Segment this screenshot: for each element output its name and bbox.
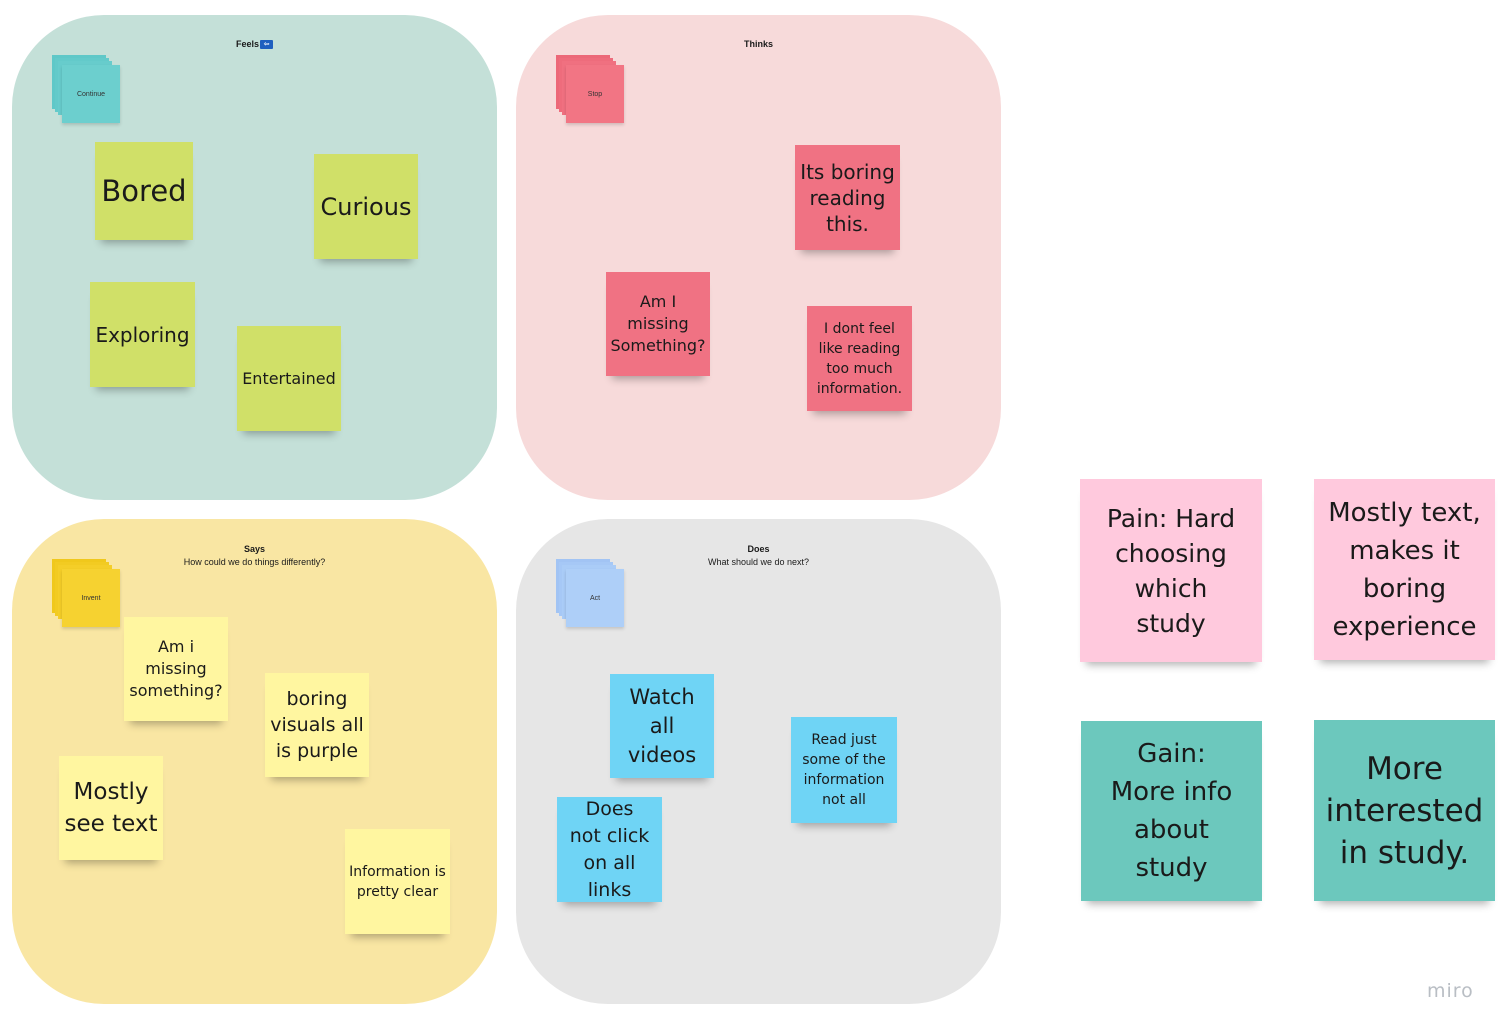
- sticky-note[interactable]: More interested in study.: [1314, 720, 1495, 901]
- stack-label: Stop: [566, 65, 624, 123]
- sticky-stack-stop[interactable]: Stop: [556, 55, 626, 125]
- stack-label: Act: [566, 569, 624, 627]
- stack-label: Invent: [62, 569, 120, 627]
- sticky-note[interactable]: Am i missing something?: [124, 617, 228, 721]
- quadrant-subtitle: How could we do things differently?: [183, 557, 326, 567]
- sticky-note[interactable]: Mostly text, makes it boring experience: [1314, 479, 1495, 660]
- sticky-stack-continue[interactable]: Continue: [52, 55, 122, 125]
- sticky-stack-invent[interactable]: Invent: [52, 559, 122, 629]
- sticky-note[interactable]: Entertained: [237, 326, 341, 431]
- sticky-note[interactable]: I dont feel like reading too much inform…: [807, 306, 912, 411]
- sticky-note[interactable]: Bored: [95, 142, 193, 240]
- stack-label: Continue: [62, 65, 120, 123]
- quadrant-title: Does: [747, 544, 770, 554]
- sticky-stack-act[interactable]: Act: [556, 559, 626, 629]
- sticky-note[interactable]: Am I missing Something?: [606, 272, 710, 376]
- quadrant-thinks: Thinks Stop: [516, 15, 1001, 500]
- arrow-flag-icon: ⇦: [260, 40, 273, 50]
- sticky-note[interactable]: Read just some of the information not al…: [791, 717, 897, 823]
- sticky-note[interactable]: boring visuals all is purple: [265, 673, 369, 777]
- sticky-note[interactable]: Watch all videos: [610, 674, 714, 778]
- quadrant-subtitle: What should we do next?: [707, 557, 810, 567]
- quadrant-does: Does What should we do next? Act: [516, 519, 1001, 1004]
- gain-sticky-note[interactable]: Gain: More info about study: [1081, 721, 1262, 901]
- sticky-note[interactable]: Information is pretty clear: [345, 829, 450, 934]
- sticky-note[interactable]: Curious: [314, 154, 418, 259]
- quadrant-title: Thinks: [743, 39, 773, 49]
- miro-watermark: miro: [1427, 980, 1474, 1002]
- sticky-note[interactable]: Its boring reading this.: [795, 145, 900, 250]
- quadrant-title: Feels⇦: [12, 39, 497, 50]
- sticky-note[interactable]: Does not click on all links: [557, 797, 662, 902]
- sticky-note[interactable]: Exploring: [90, 282, 195, 387]
- sticky-note[interactable]: Mostly see text: [59, 756, 163, 860]
- pain-sticky-note[interactable]: Pain: Hard choosing which study: [1080, 479, 1262, 662]
- quadrant-title: Says: [243, 544, 266, 554]
